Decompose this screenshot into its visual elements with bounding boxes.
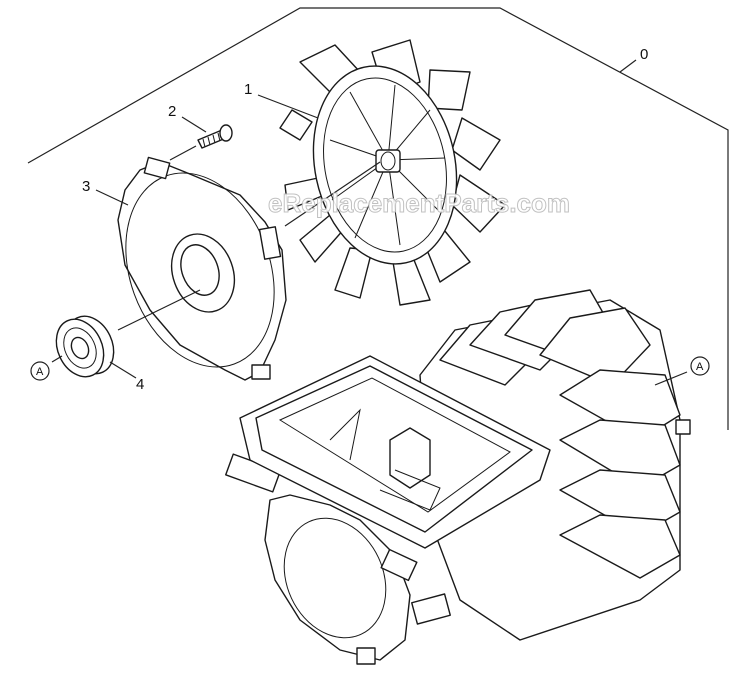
callout-fan: 1 (244, 81, 252, 98)
reference-mark-housing: A (690, 356, 710, 376)
leader-lines (51, 94, 688, 386)
motor-housing (225, 289, 691, 665)
reference-mark-housing-letter: A (696, 361, 704, 373)
callout-assembly: 0 (640, 46, 648, 63)
callout-bearing: 4 (136, 376, 144, 393)
watermark-text: eReplacementParts.com (268, 188, 570, 218)
fan-part (279, 39, 506, 306)
end-shield-part (117, 156, 287, 381)
callout-screw: 2 (168, 103, 176, 120)
callout-end-shield: 3 (82, 178, 90, 195)
screw-part (197, 124, 233, 149)
reference-mark-bearing-letter: A (36, 366, 44, 378)
bearing-part (55, 315, 115, 378)
assembly-bracket (27, 7, 729, 430)
reference-mark-bearing: A (30, 361, 50, 381)
